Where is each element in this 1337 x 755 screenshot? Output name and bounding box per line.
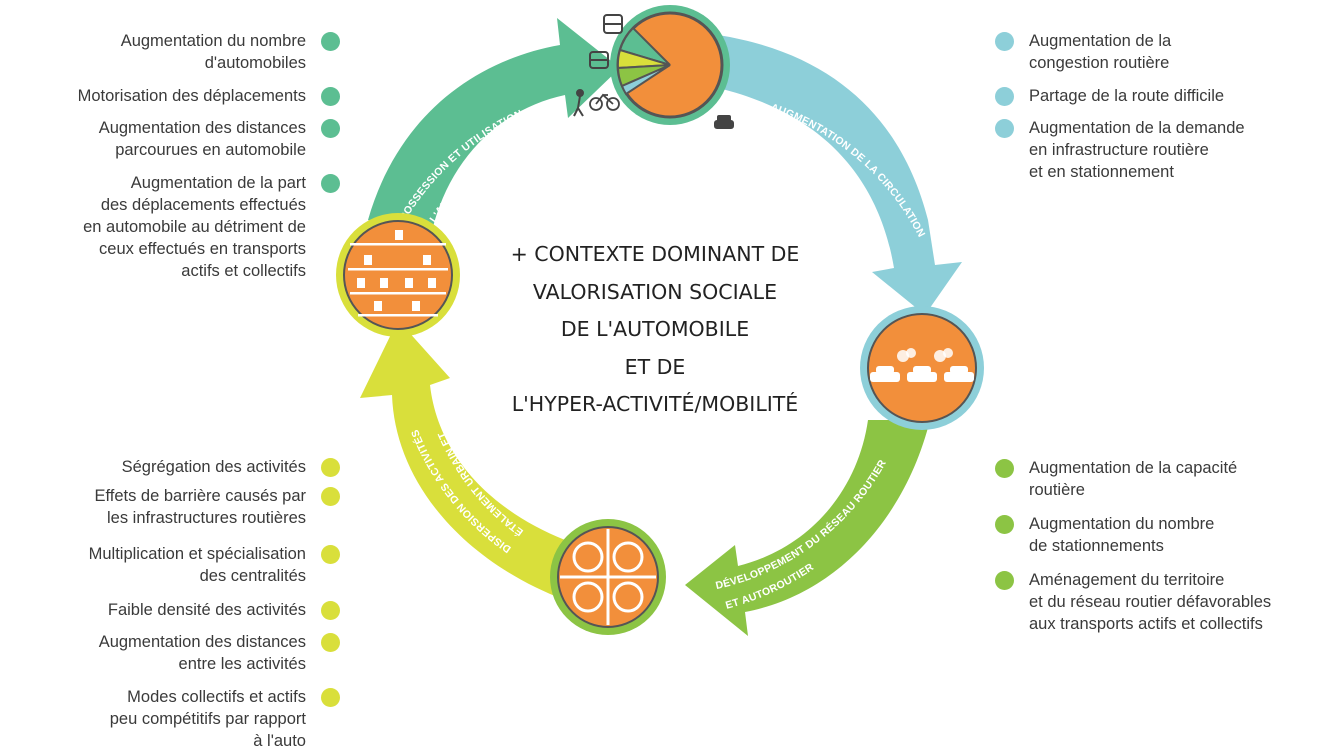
list-item: Motorisation des déplacements [77, 85, 340, 107]
bullet-dot-icon [995, 571, 1014, 590]
bullet-dot-icon [321, 688, 340, 707]
bullet-dot-icon [995, 119, 1014, 138]
list-item-text: Augmentation des distances entre les act… [98, 633, 306, 673]
list-item-text: Augmentation du nombre d'automobiles [120, 32, 306, 72]
list-item-text: Faible densité des activités [107, 601, 306, 619]
bullet-dot-icon [321, 32, 340, 51]
list-item-text: Partage de la route difficile [1029, 87, 1225, 105]
bus-icon-2 [589, 51, 609, 69]
bullet-dot-icon [995, 459, 1014, 478]
list-item-text: Augmentation de la capacité routière [1029, 459, 1238, 499]
list-top-right: Augmentation de la congestion routière P… [995, 0, 1335, 200]
bullet-dot-icon [321, 601, 340, 620]
pie-mode-share-icon [610, 5, 730, 125]
traffic-cars-icon [860, 306, 984, 430]
list-item: Augmentation de la capacité routière [995, 457, 1238, 501]
car-icon [714, 115, 734, 129]
arrow-top-right [718, 35, 962, 315]
arrow-bottom-right [685, 420, 930, 636]
bullet-dot-icon [321, 487, 340, 506]
interchange-icon [550, 519, 666, 635]
list-item-text: Multiplication et spécialisation des cen… [88, 545, 306, 585]
list-item: Partage de la route difficile [995, 85, 1225, 107]
bullet-dot-icon [995, 32, 1014, 51]
list-item-text: Augmentation du nombre de stationnements [1029, 515, 1215, 555]
list-item-text: Augmentation de la congestion routière [1029, 32, 1172, 72]
list-item: Augmentation des distances parcourues en… [98, 117, 340, 161]
list-item: Aménagement du territoire et du réseau r… [995, 569, 1272, 635]
list-item: Augmentation de la demande en infrastruc… [995, 117, 1245, 183]
arrow-top-left [368, 18, 620, 240]
bullet-dot-icon [995, 515, 1014, 534]
list-item-text: Augmentation des distances parcourues en… [98, 119, 306, 159]
list-item: Ségrégation des activités [121, 456, 340, 478]
bullet-dot-icon [321, 119, 340, 138]
list-item-text: Effets de barrière causés par les infras… [94, 487, 306, 527]
bullet-dot-icon [321, 174, 340, 193]
list-item: Multiplication et spécialisation des cen… [88, 543, 340, 587]
list-item: Augmentation des distances entre les act… [98, 631, 340, 675]
list-item-text: Aménagement du territoire et du réseau r… [1029, 571, 1272, 633]
bullet-dot-icon [321, 87, 340, 106]
central-context-text: + CONTEXTE DOMINANT DE VALORISATION SOCI… [510, 242, 800, 416]
bullet-dot-icon [321, 633, 340, 652]
bullet-dot-icon [321, 458, 340, 477]
list-item: Augmentation de la part des déplacements… [83, 172, 340, 282]
list-item: Augmentation du nombre de stationnements [995, 513, 1215, 557]
list-item-text: Modes collectifs et actifs peu compétiti… [109, 688, 306, 750]
list-item-text: Augmentation de la demande en infrastruc… [1029, 119, 1245, 181]
list-item: Effets de barrière causés par les infras… [94, 485, 340, 529]
bullet-dot-icon [995, 87, 1014, 106]
list-item-text: Augmentation de la part des déplacements… [83, 174, 306, 280]
list-bottom-right: Augmentation de la capacité routière Aug… [995, 0, 1337, 700]
pedestrian-icon [573, 89, 584, 117]
list-item: Modes collectifs et actifs peu compétiti… [109, 686, 340, 752]
list-bottom-left: Ségrégation des activités Effets de barr… [0, 0, 340, 755]
list-item: Faible densité des activités [107, 599, 340, 621]
list-item: Augmentation de la congestion routière [995, 30, 1172, 74]
bus-icon [603, 14, 623, 34]
list-top-left: Augmentation du nombre d'automobiles Mot… [0, 0, 340, 300]
buildings-icon [336, 213, 460, 337]
list-item-text: Ségrégation des activités [121, 458, 306, 476]
list-item-text: Motorisation des déplacements [77, 87, 306, 105]
arrow-bottom-left [360, 320, 565, 600]
bullet-dot-icon [321, 545, 340, 564]
bicycle-icon [589, 93, 620, 111]
list-item: Augmentation du nombre d'automobiles [120, 30, 340, 74]
